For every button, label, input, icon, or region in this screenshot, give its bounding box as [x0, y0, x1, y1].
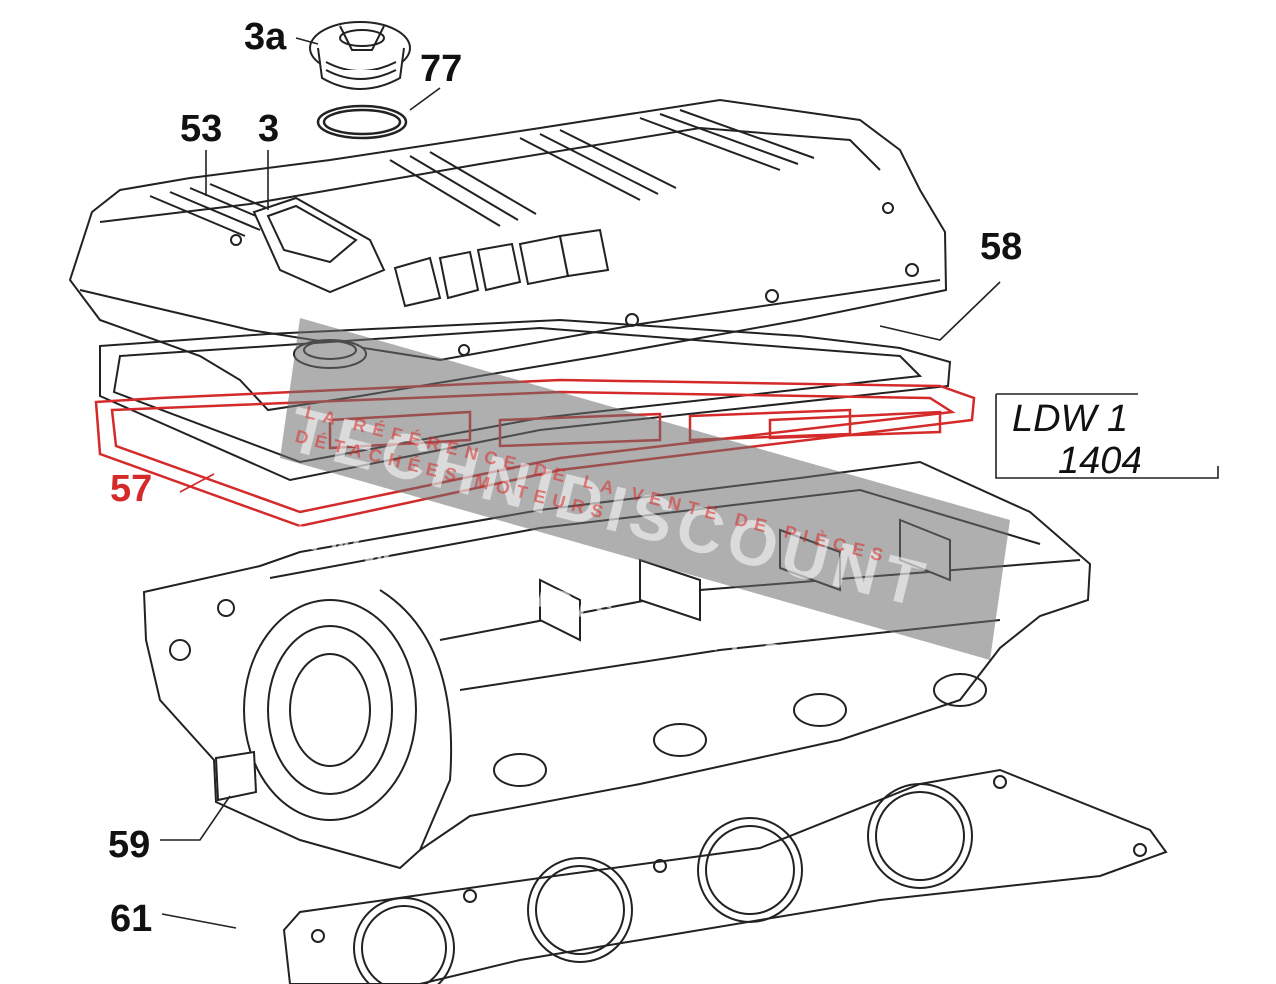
callout-3a: 3a	[244, 16, 287, 58]
oil-filler-neck	[252, 196, 386, 294]
callout-61: 61	[110, 898, 153, 940]
callout-58: 58	[980, 226, 1023, 268]
callout-59: 59	[108, 824, 151, 866]
callout-3: 3	[258, 108, 280, 150]
leader-lines	[160, 37, 1219, 929]
cover-gasket-upper	[99, 318, 952, 482]
callout-53: 53	[180, 108, 223, 150]
o-ring-seal	[316, 104, 408, 140]
watermark-band	[280, 318, 1010, 660]
model-code-line1: LDW 1	[1012, 398, 1129, 440]
callout-77: 77	[420, 48, 463, 90]
model-code-line2: 1404	[1058, 440, 1140, 482]
oil-filler-cap	[309, 21, 411, 90]
callout-57: 57	[110, 468, 153, 510]
head-gasket	[282, 768, 1168, 984]
